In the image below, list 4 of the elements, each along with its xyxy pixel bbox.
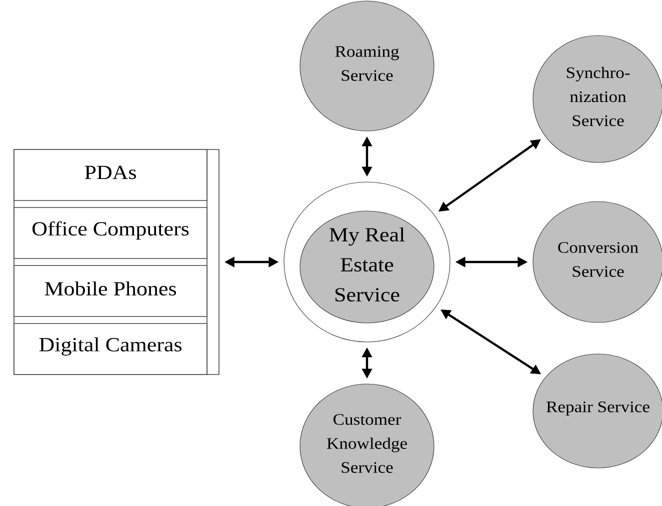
device-box: Digital Cameras <box>14 323 208 375</box>
device-box: Mobile Phones <box>14 265 208 317</box>
device-box: Office Computers <box>14 207 208 259</box>
device-box: PDAs <box>14 149 208 201</box>
